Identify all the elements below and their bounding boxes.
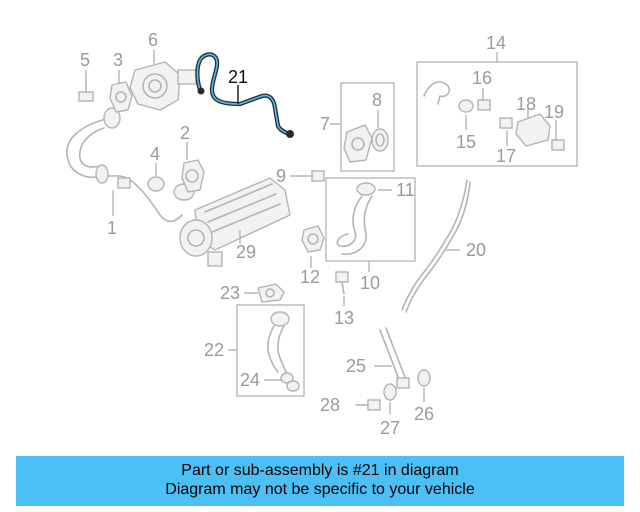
part-3-gasket[interactable] [109, 81, 133, 113]
callout-2: 2 [180, 123, 190, 143]
callout-19: 19 [544, 102, 564, 122]
callout-8: 8 [372, 90, 382, 110]
callout-21: 21 [228, 67, 248, 87]
callout-13: 13 [334, 308, 354, 328]
part-20-pipe[interactable] [401, 179, 471, 313]
callout-29: 29 [236, 242, 256, 262]
callout-11: 11 [396, 180, 415, 200]
callout-6: 6 [148, 30, 158, 50]
callout-28: 28 [320, 395, 340, 415]
banner-line-part: Part or sub-assembly is #21 in diagram [181, 462, 459, 479]
callout-17: 17 [496, 146, 516, 166]
part-27-washer[interactable] [383, 383, 397, 401]
callout-4: 4 [150, 144, 160, 164]
callout-27: 27 [380, 418, 400, 438]
callout-12: 12 [300, 267, 320, 287]
callout-25: 25 [346, 356, 366, 376]
callout-24: 24 [240, 370, 260, 390]
group-box-7 [340, 82, 395, 172]
callout-16: 16 [472, 68, 492, 88]
callout-7: 7 [320, 114, 330, 134]
part-6-egr-valve[interactable] [129, 61, 197, 111]
part-5-bolt[interactable] [78, 81, 94, 102]
parts-diagram: 1 2 3 4 5 6 7 8 9 10 11 12 13 14 15 16 1… [66, 30, 578, 438]
part-26-seal[interactable] [417, 369, 431, 387]
part-13-bolt[interactable] [335, 271, 349, 295]
part-9-bolt[interactable] [299, 170, 325, 182]
part-12-gasket[interactable] [301, 225, 325, 253]
callout-5: 5 [80, 50, 90, 70]
part-28-bolt[interactable] [355, 399, 381, 411]
part-29-egr-cooler[interactable] [179, 177, 291, 267]
part-23-gasket[interactable] [257, 283, 285, 303]
callout-15: 15 [456, 132, 476, 152]
callout-22: 22 [204, 340, 224, 360]
callout-10: 10 [360, 273, 380, 293]
part-25-bracket[interactable] [379, 327, 410, 389]
part-1-egr-pipe[interactable] [66, 107, 195, 223]
part-2-gasket[interactable] [181, 159, 205, 193]
part-4-plug[interactable] [147, 176, 165, 192]
callout-20: 20 [466, 240, 486, 260]
callout-3: 3 [113, 50, 123, 70]
callout-1: 1 [107, 218, 117, 238]
info-banner: Part or sub-assembly is #21 in diagram D… [16, 456, 624, 506]
part-21-pipe[interactable] [195, 52, 294, 138]
callout-9: 9 [276, 166, 286, 186]
callout-23: 23 [220, 283, 240, 303]
group-box-10 [325, 177, 416, 262]
callout-14: 14 [486, 33, 506, 53]
callout-26: 26 [414, 404, 434, 424]
callout-18: 18 [516, 94, 536, 114]
banner-line-disclaimer: Diagram may not be specific to your vehi… [165, 481, 475, 498]
